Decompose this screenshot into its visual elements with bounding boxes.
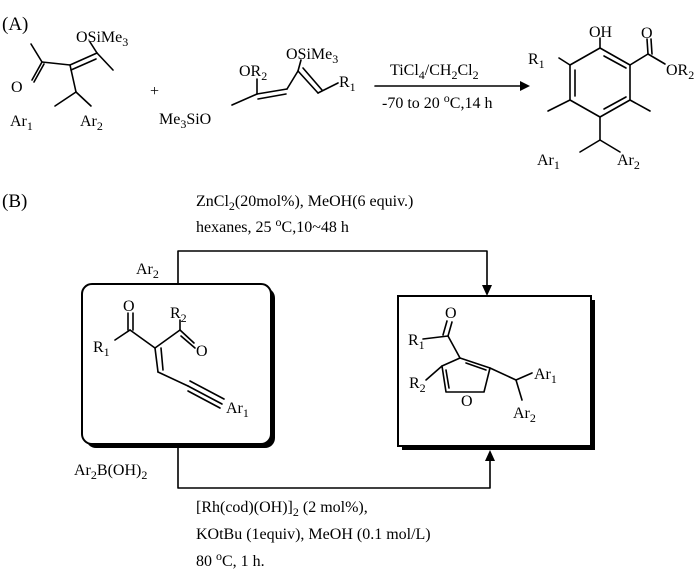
panel-a-label: (A)	[2, 14, 28, 35]
product-a-r1: R1	[528, 51, 545, 71]
conditions-b-bottom-line3: 80 oC, 1 h.	[196, 549, 265, 570]
reaction-arrow-a	[374, 81, 530, 91]
furan-ring-o: O	[461, 393, 473, 410]
conditions-b-bottom-line2: KOtBu (1equiv), MeOH (0.1 mol/L)	[196, 526, 431, 543]
substrate-ar1: Ar1	[226, 400, 249, 420]
product-a-carbonyl-o: O	[641, 25, 653, 42]
reactant-1-ar1: Ar1	[10, 113, 33, 133]
furan-ar2: Ar2	[513, 405, 536, 425]
reagent-ar2: Ar2	[136, 261, 159, 281]
product-a-ar1: Ar1	[537, 152, 560, 172]
reactant-2-bonds	[231, 59, 339, 106]
conditions-a-line1: TiCl4/CH2Cl2	[390, 62, 479, 82]
furan-bonds	[422, 320, 533, 401]
product-a-oh: OH	[589, 24, 613, 41]
reactant-1-structure: O OSiMe3 Ar1 Ar2	[10, 29, 128, 133]
furan-structure: O R1 R2 O Ar1 Ar2	[408, 305, 557, 425]
conditions-a-line2: -70 to 20 oC,14 h	[382, 91, 492, 112]
reactant-1-carbonyl-o: O	[11, 79, 23, 96]
route-arrow-top	[177, 250, 492, 296]
substrate-r2: R2	[170, 305, 187, 325]
substrate-box	[81, 283, 272, 445]
plus-sign: +	[150, 83, 159, 100]
conditions-b-bottom-line1: [Rh(cod)(OH)]2 (2 mol%),	[196, 499, 368, 519]
reagent-ar2boh2: Ar2B(OH)2	[74, 462, 147, 482]
panel-b-label: (B)	[2, 191, 27, 212]
reactant-1-bonds	[30, 41, 114, 107]
furan-box	[397, 295, 592, 447]
product-a-bonds	[547, 37, 666, 153]
furan-ar1: Ar1	[534, 366, 557, 386]
product-a-structure: OH R1 O OR2 Ar1 Ar2	[528, 24, 694, 172]
route-arrow-bottom	[177, 447, 495, 489]
furan-keto-o: O	[445, 305, 457, 322]
furan-r1: R1	[408, 332, 425, 352]
furan-r2: R2	[409, 375, 426, 395]
reactant-2-osime3: OSiMe3	[286, 46, 338, 66]
substrate-bonds	[114, 312, 225, 409]
substrate-o1: O	[123, 298, 135, 315]
substrate-structure: O R1 R2 O Ar1	[93, 298, 249, 420]
reactant-2-r1: R1	[339, 74, 356, 94]
conditions-b-top-line2: hexanes, 25 oC,10~48 h	[196, 215, 349, 236]
reactant-2-or2: OR2	[239, 63, 267, 83]
reactant-2-structure: OR2 OSiMe3 Me3SiO R1	[159, 46, 356, 131]
reactant-1-ar2: Ar2	[80, 113, 103, 133]
reactant-2-me3sio: Me3SiO	[159, 111, 211, 131]
conditions-b-top-line1: ZnCl2(20mol%), MeOH(6 equiv.)	[196, 193, 413, 213]
reactant-1-osime3: OSiMe3	[76, 29, 128, 49]
product-a-ar2: Ar2	[617, 152, 640, 172]
substrate-o2: O	[196, 343, 208, 360]
product-a-or2: OR2	[666, 62, 694, 82]
substrate-r1: R1	[93, 339, 110, 359]
